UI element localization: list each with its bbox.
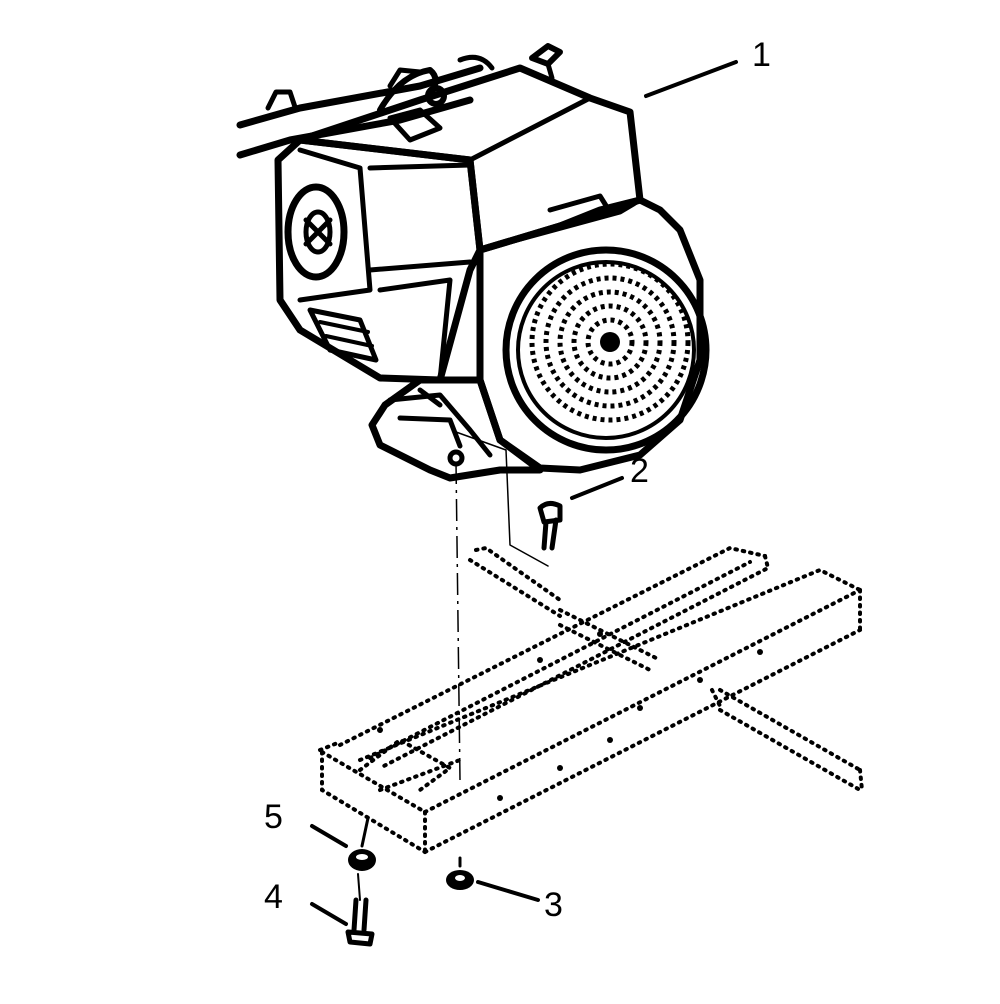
starter-screen (529, 261, 691, 423)
bolt-part-2 (537, 500, 563, 551)
callout-1: 1 (752, 36, 771, 74)
callout-3: 3 (544, 886, 563, 924)
air-cleaner-housing (274, 136, 484, 384)
fuel-cap (529, 43, 563, 81)
leader-line-1 (644, 60, 738, 98)
callout-labels: 1 2 3 4 5 (264, 36, 771, 924)
alignment-lines (455, 431, 549, 781)
callout-2: 2 (630, 452, 649, 490)
leader-line-5 (310, 824, 348, 848)
leader-line-4 (310, 902, 348, 926)
mounting-frame (318, 545, 864, 854)
bolt-part-4 (345, 873, 375, 947)
callout-4: 4 (264, 878, 283, 916)
nut-part-3 (446, 856, 474, 890)
leader-line-3 (476, 880, 540, 902)
callout-5: 5 (264, 798, 283, 836)
spacer-part-5 (348, 816, 376, 871)
leader-line-2 (570, 476, 624, 500)
flywheel-shroud (476, 196, 704, 474)
muffler-pipe (236, 54, 495, 159)
engine-assembly (236, 43, 710, 482)
recoil-starter (502, 246, 710, 454)
leader-lines (310, 60, 738, 926)
frame-holes (377, 631, 763, 801)
air-filter-cover (284, 183, 348, 281)
